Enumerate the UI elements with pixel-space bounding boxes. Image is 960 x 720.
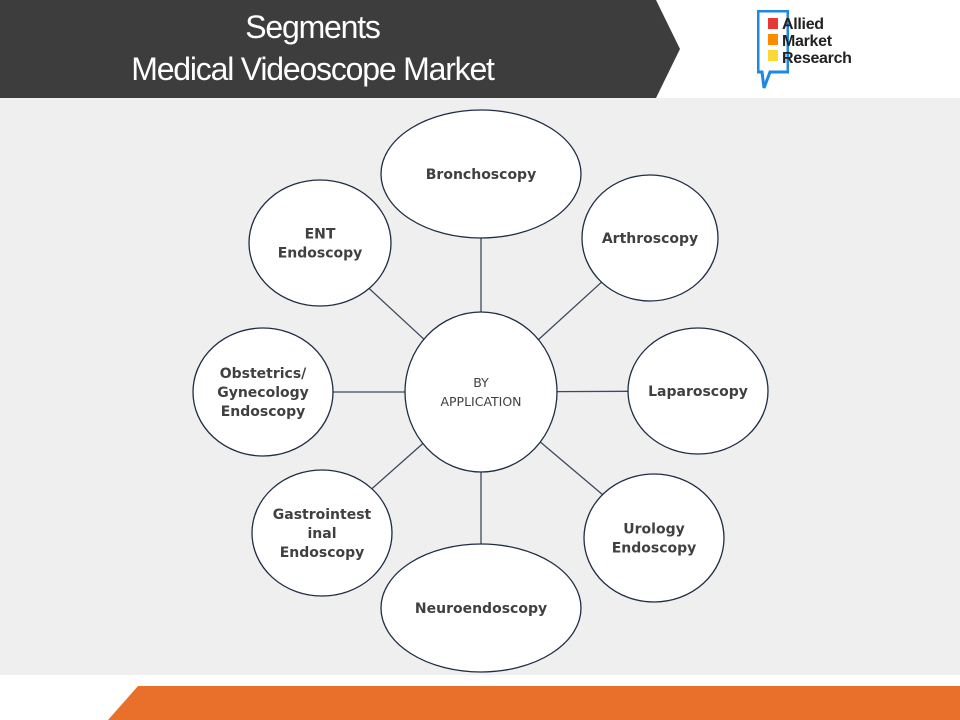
logo-mark-icon <box>757 10 789 89</box>
logo-line-allied: Allied <box>782 16 824 33</box>
node-shape-arthroscopy <box>581 174 719 302</box>
page-title: Segments Medical Videoscope Market <box>0 6 625 90</box>
center-node-label: BY APPLICATION <box>440 375 521 409</box>
label-line: BY <box>473 375 489 390</box>
connectors <box>333 238 629 544</box>
connector-arthroscopy <box>538 281 602 341</box>
node-shape-obstetrics-gynecology-endoscopy <box>192 327 334 457</box>
header-banner <box>0 0 680 98</box>
node-shape-ent-endoscopy <box>248 179 392 307</box>
node-arthroscopy: Arthroscopy <box>581 174 719 302</box>
label-line: Bronchoscopy <box>426 167 536 183</box>
footer-accent-bar <box>108 686 960 720</box>
node-label-neuroendoscopy: Neuroendoscopy <box>415 601 547 617</box>
node-label-laparoscopy: Laparoscopy <box>648 384 748 400</box>
label-line: Endoscopy <box>278 246 363 262</box>
center-node: BY APPLICATION <box>404 311 558 473</box>
label-line: APPLICATION <box>440 394 521 409</box>
node-bronchoscopy: Bronchoscopy <box>380 109 582 239</box>
label-line: Obstetrics/ <box>220 366 307 382</box>
label-line: Arthroscopy <box>602 231 698 247</box>
node-label-arthroscopy: Arthroscopy <box>602 231 698 247</box>
center-node-shape <box>404 311 558 473</box>
title-line-segments: Segments <box>245 9 381 45</box>
label-line: Urology <box>623 522 684 538</box>
node-ent-endoscopy: ENT Endoscopy <box>248 179 392 307</box>
label-line: Endoscopy <box>280 545 365 561</box>
label-line: inal <box>307 526 336 542</box>
node-shape-gastrointestinal-endoscopy <box>251 469 393 597</box>
label-line: Laparoscopy <box>648 384 748 400</box>
connector-urology-endoscopy <box>539 441 603 496</box>
label-line: Endoscopy <box>221 404 306 420</box>
node-label-bronchoscopy: Bronchoscopy <box>426 167 536 183</box>
label-line: Endoscopy <box>612 541 697 557</box>
node-label-ent-endoscopy: ENT Endoscopy <box>278 227 363 262</box>
connector-ent-endoscopy <box>368 287 425 340</box>
node-laparoscopy: Laparoscopy <box>627 327 769 455</box>
label-line: Gynecology <box>217 385 309 401</box>
connector-gastrointestinal-endoscopy <box>371 443 424 490</box>
logo-wordmark: Allied Market Research <box>782 16 852 67</box>
node-shape-bronchoscopy <box>380 109 582 239</box>
logo-line-research: Research <box>782 50 852 67</box>
allied-market-research-logo: Allied Market Research <box>757 10 897 90</box>
node-shape-laparoscopy <box>627 327 769 455</box>
label-line: Gastrointest <box>273 507 372 523</box>
title-line-market: Medical Videoscope Market <box>131 51 495 87</box>
label-line: Neuroendoscopy <box>415 601 547 617</box>
segment-nodes: BronchoscopyArthroscopyLaparoscopyUrolog… <box>192 109 769 673</box>
node-shape-urology-endoscopy <box>583 473 725 603</box>
logo-line-market: Market <box>782 33 832 50</box>
node-neuroendoscopy: Neuroendoscopy <box>380 543 582 673</box>
label-line: ENT <box>305 227 336 243</box>
node-shape-neuroendoscopy <box>380 543 582 673</box>
